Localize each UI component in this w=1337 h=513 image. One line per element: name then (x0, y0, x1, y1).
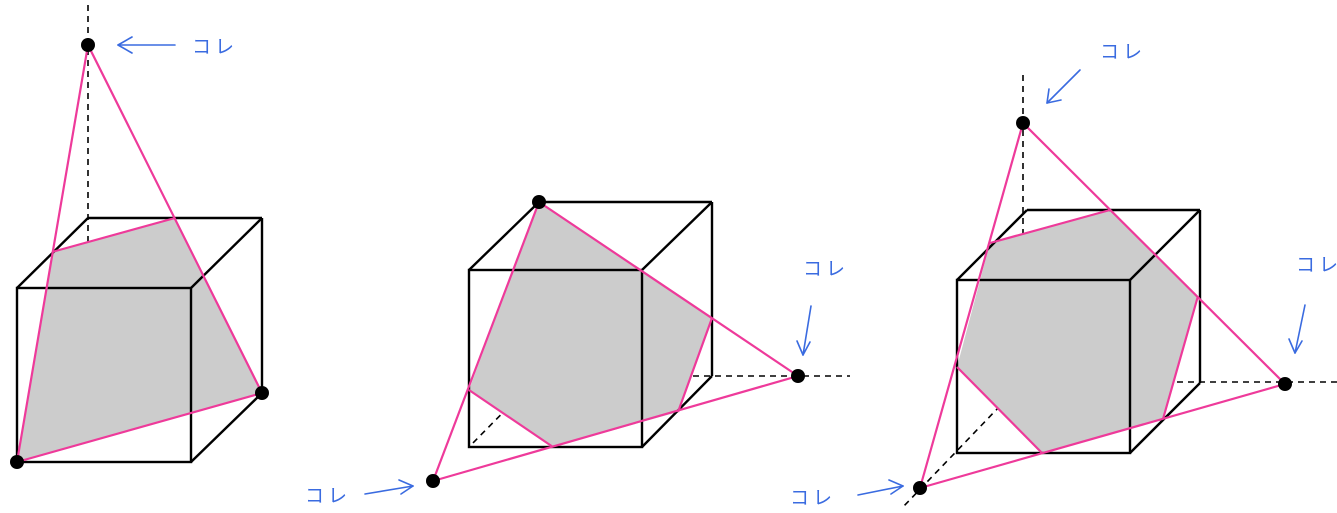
callout-arrow (364, 479, 414, 495)
vertex-point (426, 474, 440, 488)
vertex-point (532, 195, 546, 209)
cut-line (919, 382, 1286, 490)
cube-front-face (467, 268, 644, 449)
cut-line (989, 208, 1111, 245)
cube-edge (190, 217, 263, 289)
cross-section-polygon (957, 210, 1198, 453)
apex-point (81, 38, 95, 52)
callout-arrow (857, 479, 904, 496)
callout-label: コレ (192, 36, 238, 58)
cut-line (538, 201, 799, 377)
figure-pentagon-section: コレ コレ (305, 195, 850, 507)
cube-edge (1129, 209, 1201, 281)
vertex-point (1016, 116, 1030, 130)
cut-lines (15, 44, 263, 464)
callout-arrow (796, 305, 812, 356)
cut-line (432, 374, 799, 483)
vertex-point (1278, 377, 1292, 391)
cut-line (16, 391, 263, 464)
vertex-point (10, 455, 24, 469)
figure-hexagon-section: コレ コレ コレ (790, 41, 1337, 509)
callout-arrow (1288, 304, 1306, 354)
callout-label: コレ (803, 258, 849, 280)
cube-front-face (15, 286, 193, 464)
callout-label: コレ (1100, 41, 1146, 63)
cut-line (431, 201, 541, 482)
cut-line (468, 389, 554, 448)
callout-label: コレ (1296, 254, 1337, 276)
cut-line (51, 216, 176, 254)
figure-triangle-section: コレ (10, 5, 269, 469)
cube-edge (956, 209, 1028, 281)
cut-line (15, 44, 90, 463)
cut-lines (918, 122, 1286, 490)
callout-arrow (1046, 69, 1081, 104)
cut-line (676, 317, 714, 413)
cross-section-polygon (469, 202, 712, 447)
cube-edge (190, 392, 263, 463)
vertex-point (791, 369, 805, 383)
vertex-point (913, 481, 927, 495)
callout-label: コレ (790, 487, 836, 509)
cube-edge (468, 201, 540, 271)
vertex-point (255, 386, 269, 400)
cut-line (918, 122, 1025, 489)
callout-arrow (117, 36, 176, 54)
cube-edge (641, 201, 713, 271)
callout-label: コレ (305, 485, 351, 507)
cut-line (1161, 295, 1200, 420)
cut-line (956, 366, 1043, 454)
cut-line (1022, 122, 1286, 385)
cut-lines (431, 201, 799, 483)
